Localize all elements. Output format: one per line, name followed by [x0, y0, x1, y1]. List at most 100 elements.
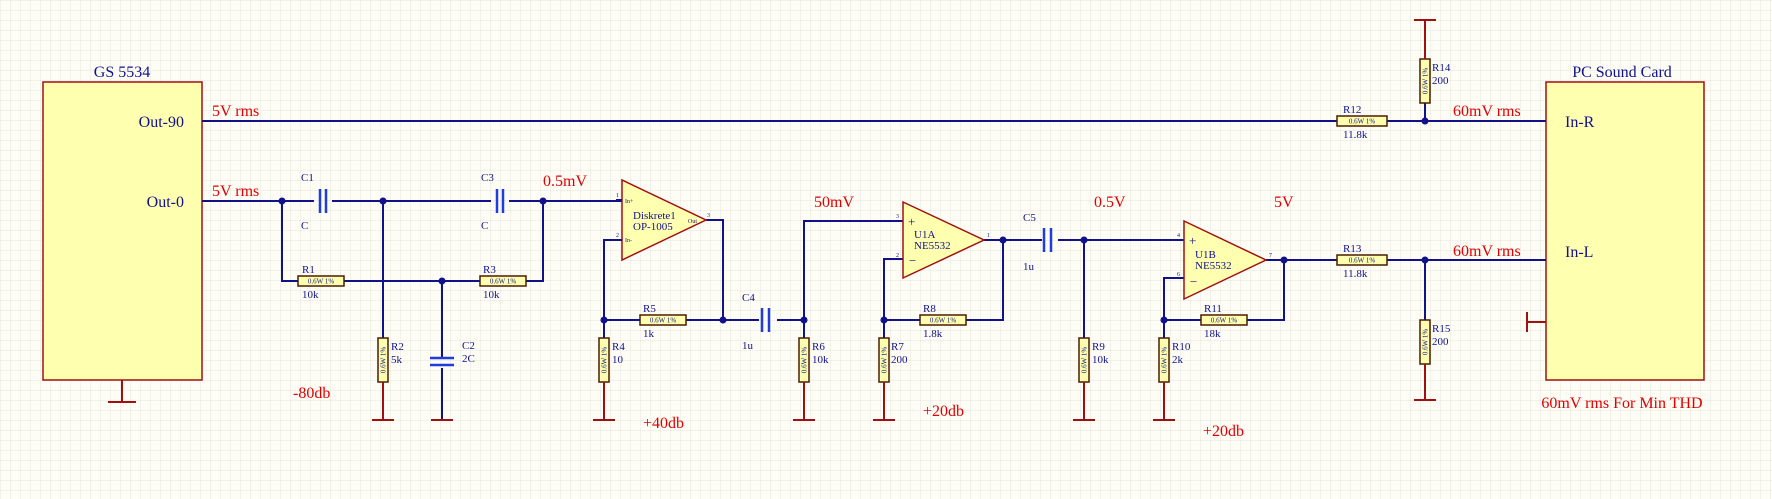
ground-symbols	[372, 19, 1436, 421]
sink-block-title: PC Sound Card	[1572, 64, 1672, 81]
c1-ref: C1	[301, 172, 314, 184]
u1b-part: NE5532	[1195, 260, 1232, 272]
r11-spec: 0.6W 1%	[1211, 317, 1237, 325]
capacitor-c2[interactable]: C2 2C	[430, 340, 475, 367]
resistor-r6[interactable]: 0.6W 1% R6 10k	[798, 337, 829, 383]
r5-value: 1k	[643, 328, 655, 340]
sink-pin-inl-label: In-L	[1565, 244, 1593, 261]
r10-spec: 0.6W 1%	[1161, 347, 1169, 373]
u1a-designator: U1A	[914, 229, 935, 241]
r15-value: 200	[1432, 336, 1449, 348]
resistor-r13[interactable]: 0.6W 1% R13 11.8k	[1336, 243, 1388, 280]
u1b-minus-sign: −	[1190, 274, 1197, 289]
r4-ref: R4	[612, 341, 625, 353]
diskrete1-pin-out: Out	[688, 219, 697, 225]
r8-value: 1.8k	[923, 328, 943, 340]
capacitor-c1[interactable]: C1 C	[301, 172, 328, 232]
resistor-r15[interactable]: 0.6W 1% R15 200	[1419, 319, 1451, 365]
u1a-pin-out: 1	[987, 233, 990, 239]
ground-r14	[1414, 19, 1436, 59]
c4-ref: C4	[742, 292, 755, 304]
opamp-diskrete1[interactable]: In+ In- Out 1 2 3 Diskrete1 OP-1005	[616, 178, 710, 262]
resistor-r10[interactable]: 0.6W 1% R10 2k	[1158, 337, 1191, 383]
level-out90: 5V rms	[212, 103, 259, 120]
r7-spec: 0.6W 1%	[881, 347, 889, 373]
resistor-r14[interactable]: 0.6W 1% R14 200	[1419, 58, 1451, 104]
junction-dots	[278, 117, 1429, 324]
sink-block[interactable]: PC Sound Card In-R In-L	[1545, 64, 1705, 381]
ground-r7	[873, 382, 895, 421]
ground-r6	[793, 382, 815, 421]
resistor-r9[interactable]: 0.6W 1% R9 10k	[1078, 337, 1109, 383]
resistor-r5[interactable]: 0.6W 1% R5 1k	[639, 303, 687, 340]
r7-value: 200	[891, 354, 908, 366]
r6-ref: R6	[812, 341, 825, 353]
r3-ref: R3	[483, 264, 496, 276]
sink-ground-symbol	[1526, 312, 1546, 332]
resistor-r11[interactable]: 0.6W 1% R11 18k	[1200, 303, 1248, 340]
r2-spec: 0.6W 1%	[380, 347, 388, 373]
ground-r4	[593, 382, 615, 421]
ground-r10	[1153, 382, 1175, 421]
c2-ref: C2	[462, 340, 475, 352]
r13-value: 11.8k	[1343, 268, 1368, 280]
r12-ref: R12	[1343, 104, 1361, 116]
resistor-r7[interactable]: 0.6W 1% R7 200	[878, 337, 908, 383]
resistor-r3[interactable]: 0.6W 1% R3 10k	[479, 264, 527, 301]
r6-value: 10k	[812, 354, 829, 366]
resistor-r4[interactable]: 0.6W 1% R4 10	[598, 337, 625, 383]
r1-spec: 0.6W 1%	[308, 278, 334, 286]
capacitor-c5[interactable]: C5 1u	[1023, 212, 1053, 273]
capacitor-c4[interactable]: C4 1u	[742, 292, 771, 352]
u1a-plus-sign: +	[908, 214, 915, 229]
source-block-title: GS 5534	[94, 64, 150, 81]
r12-value: 11.8k	[1343, 129, 1368, 141]
level-after-notch: 0.5mV	[543, 173, 587, 190]
r11-ref: R11	[1204, 303, 1222, 315]
r15-spec: 0.6W 1%	[1422, 329, 1430, 355]
r6-spec: 0.6W 1%	[801, 347, 809, 373]
r14-spec: 0.6W 1%	[1422, 68, 1430, 94]
u1b-pin-out: 7	[1269, 253, 1272, 259]
level-after-stage1: 50mV	[814, 194, 854, 211]
source-block[interactable]: GS 5534 Out-90 Out-0	[42, 64, 203, 381]
level-after-stage2: 0.5V	[1094, 194, 1126, 211]
c2-value: 2C	[462, 353, 475, 365]
r3-spec: 0.6W 1%	[490, 278, 516, 286]
r14-ref: R14	[1432, 62, 1451, 74]
u1a-pin-plus: 3	[896, 214, 899, 220]
r13-spec: 0.6W 1%	[1349, 257, 1375, 265]
gain-stage2: +20db	[923, 403, 964, 420]
u1b-pin-plus: 4	[1177, 233, 1180, 239]
ground-r2	[372, 382, 394, 421]
resistor-r2[interactable]: 0.6W 1% R2 5k	[377, 337, 404, 383]
opamp-u1b[interactable]: + − 4 6 7 U1B NE5532	[1177, 219, 1272, 301]
u1b-pin-minus: 6	[1177, 272, 1180, 278]
r3-value: 10k	[483, 289, 500, 301]
level-in-l: 60mV rms	[1453, 243, 1521, 260]
ground-r9	[1073, 382, 1095, 421]
capacitor-c3[interactable]: C3 C	[481, 172, 505, 232]
r12-spec: 0.6W 1%	[1349, 118, 1375, 126]
r9-value: 10k	[1092, 354, 1109, 366]
gain-stage1: +40db	[643, 415, 684, 432]
r11-value: 18k	[1204, 328, 1221, 340]
r10-value: 2k	[1172, 354, 1184, 366]
resistor-r1[interactable]: 0.6W 1% R1 10k	[297, 264, 345, 301]
diskrete1-part: OP-1005	[633, 221, 673, 233]
opamp-u1a[interactable]: + − 3 2 1 U1A NE5532	[896, 200, 990, 280]
u1b-designator: U1B	[1195, 249, 1216, 261]
diskrete1-designator: Diskrete1	[633, 210, 676, 222]
ground-r15	[1414, 364, 1436, 401]
resistor-r12[interactable]: 0.6W 1% R12 11.8k	[1336, 104, 1388, 141]
c3-value: C	[481, 220, 488, 232]
r4-value: 10	[612, 354, 624, 366]
level-out0: 5V rms	[212, 183, 259, 200]
gain-notch: -80db	[293, 385, 330, 402]
u1a-pin-minus: 2	[896, 253, 899, 259]
r5-spec: 0.6W 1%	[650, 317, 676, 325]
u1b-plus-sign: +	[1189, 233, 1196, 248]
resistor-r8[interactable]: 0.6W 1% R8 1.8k	[919, 303, 967, 340]
r15-ref: R15	[1432, 323, 1451, 335]
